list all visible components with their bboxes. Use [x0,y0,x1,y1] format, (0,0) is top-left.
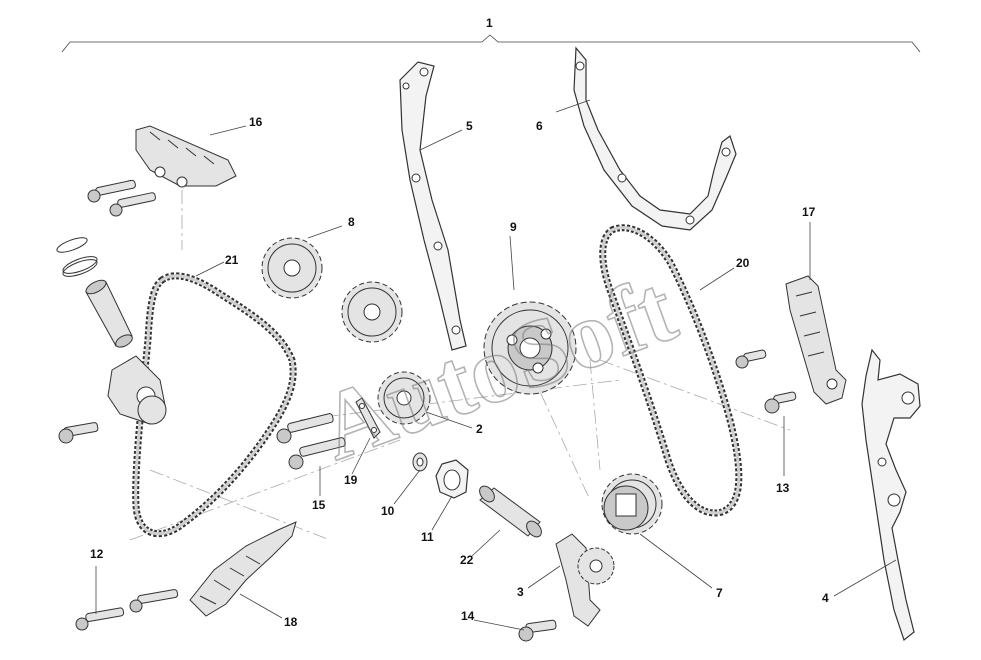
chain-guide-right [785,275,847,405]
bolt-guide-upper-1 [87,179,136,203]
tensioner-right [555,533,615,627]
callout-7: 7 [716,586,723,600]
callout-1: 1 [486,16,493,30]
callout-17: 17 [802,205,816,219]
callout-18: 18 [284,615,298,629]
callout-2: 2 [476,422,483,436]
callout-20: 20 [736,256,750,270]
chain-guide-lower [189,521,297,617]
callout-15: 15 [312,498,326,512]
bolt-lower-1 [75,607,125,631]
bolt-long-2 [288,437,346,470]
crankshaft-sprocket [601,473,663,535]
callout-10: 10 [381,504,395,518]
tensioner-housing-left [107,355,167,425]
tensioner-gasket [435,459,469,499]
tensioner-plunger-left [85,279,133,348]
chain-guide-upper [135,125,237,188]
bolt-tensioner-left [58,422,99,444]
timing-chain-right [599,224,743,517]
leader-lines [95,99,897,631]
callout-3: 3 [517,585,524,599]
callout-8: 8 [348,215,355,229]
callout-11: 11 [421,530,434,544]
assembly-axes [129,190,791,541]
gasket-front-cover [399,61,467,351]
bolt-tensioner-right [518,619,557,642]
tensioner-plunger-right [479,485,542,538]
sprocket-middle [341,281,403,343]
callout-9: 9 [510,220,517,234]
lock-plate [355,397,381,439]
callout-19: 19 [344,473,358,487]
callout-5: 5 [466,119,473,133]
sprocket-lower [377,371,431,425]
gasket-upper-cover [573,46,737,231]
callout-6: 6 [536,119,543,133]
bolt-guide-upper-2 [109,192,156,217]
gasket-right [861,348,921,642]
callout-13: 13 [776,481,790,495]
sprocket-upper [261,237,323,299]
callout-labels: 1 2 3 4 5 6 7 8 9 10 11 12 13 14 15 16 1… [90,16,829,629]
washer [412,452,428,472]
bolt-long-1 [276,413,334,444]
camshaft-sprocket-large [483,301,577,395]
bolt-lower-2 [129,589,179,613]
callout-16: 16 [249,115,263,129]
bolt-guide-right-lower [764,391,797,414]
bolt-guide-right-upper [735,349,767,369]
assembly-bracket [61,34,921,53]
callout-21: 21 [225,253,239,267]
callout-4: 4 [822,591,829,605]
snap-rings [56,237,98,277]
callout-14: 14 [461,609,475,623]
callout-22: 22 [460,553,474,567]
callout-12: 12 [90,547,104,561]
